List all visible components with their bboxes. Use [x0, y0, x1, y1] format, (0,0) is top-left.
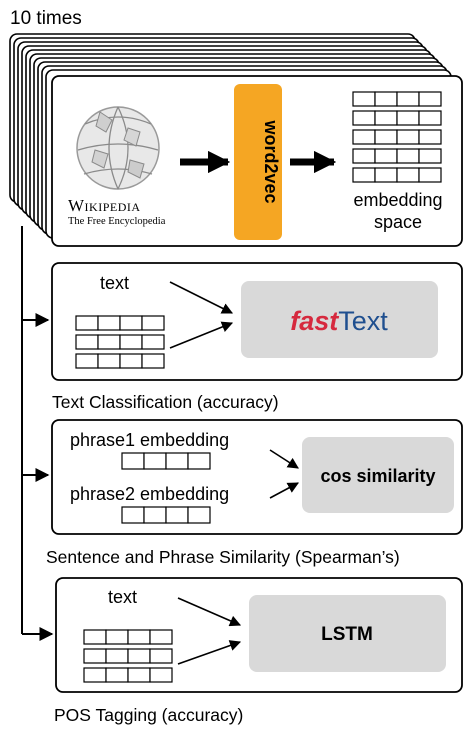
grid-cell [97, 353, 121, 369]
task3-caption: POS Tagging (accuracy) [54, 705, 243, 725]
task3-arrow-text [177, 597, 242, 627]
grid-cell [143, 506, 167, 524]
wikipedia-wordmark: Wikipedia [68, 196, 141, 215]
grid-cell [83, 667, 107, 683]
cos-similarity-label: cos similarity [320, 466, 435, 486]
grid-cell [352, 129, 376, 145]
grid-cell [418, 91, 442, 107]
lstm-label: LSTM [321, 624, 373, 645]
wikipedia-tagline: The Free Encyclopedia [68, 216, 166, 227]
grid-cell [119, 334, 143, 350]
grid-cell [374, 110, 398, 126]
task2-arrow-phrase1 [269, 449, 299, 469]
embedding-space-grid [352, 91, 442, 183]
task1-embedding-grid [75, 315, 165, 369]
grid-cell [352, 91, 376, 107]
grid-cell [352, 148, 376, 164]
grid-cell [149, 648, 173, 664]
grid-cell [418, 167, 442, 183]
grid-cell [141, 315, 165, 331]
word2vec-label: word2vec [261, 119, 281, 203]
grid-cell [75, 315, 99, 331]
task2-input1-label: phrase1 embedding [70, 430, 229, 450]
task1-input-label: text [100, 273, 129, 293]
grid-cell [121, 452, 145, 470]
repeat-label: 10 times [10, 8, 82, 29]
grid-cell [75, 334, 99, 350]
grid-cell [149, 667, 173, 683]
task2-arrow-phrase2 [269, 482, 299, 499]
grid-cell [374, 167, 398, 183]
phrase2-embedding-grid [121, 506, 211, 524]
wikipedia-globe-icon [76, 95, 160, 190]
grid-cell [396, 129, 420, 145]
fasttext-box [241, 281, 438, 358]
grid-cell [396, 110, 420, 126]
lstm-box [249, 595, 446, 672]
grid-cell [418, 129, 442, 145]
grid-cell [105, 648, 129, 664]
grid-cell [396, 148, 420, 164]
phrase1-embedding-grid [121, 452, 211, 470]
grid-cell [374, 148, 398, 164]
grid-cell [149, 629, 173, 645]
task1-arrow-text [169, 281, 234, 314]
grid-cell [396, 167, 420, 183]
grid-cell [75, 353, 99, 369]
fasttext-logo: fastText [290, 306, 388, 336]
grid-cell [119, 353, 143, 369]
task3-input-label: text [108, 587, 137, 607]
grid-cell [127, 648, 151, 664]
grid-cell [105, 629, 129, 645]
grid-cell [418, 148, 442, 164]
task2-input2-label: phrase2 embedding [70, 484, 229, 504]
grid-cell [141, 353, 165, 369]
task2-caption: Sentence and Phrase Similarity (Spearman… [46, 547, 400, 567]
grid-cell [165, 506, 189, 524]
grid-cell [127, 667, 151, 683]
grid-cell [374, 91, 398, 107]
grid-cell [352, 110, 376, 126]
task1-arrow-grid [169, 321, 234, 349]
grid-cell [127, 629, 151, 645]
grid-cell [119, 315, 143, 331]
grid-cell [165, 452, 189, 470]
grid-cell [418, 110, 442, 126]
grid-cell [105, 667, 129, 683]
grid-cell [396, 91, 420, 107]
grid-cell [83, 648, 107, 664]
grid-cell [83, 629, 107, 645]
embedding-label: embedding [353, 190, 442, 210]
grid-cell [141, 334, 165, 350]
grid-cell [187, 452, 211, 470]
task3-embedding-grid [83, 629, 173, 683]
grid-cell [97, 334, 121, 350]
grid-cell [97, 315, 121, 331]
grid-cell [374, 129, 398, 145]
grid-cell [143, 452, 167, 470]
grid-cell [352, 167, 376, 183]
cos-similarity-box [302, 437, 454, 513]
grid-cell [187, 506, 211, 524]
space-label: space [374, 212, 422, 232]
task1-caption: Text Classification (accuracy) [52, 392, 279, 412]
grid-cell [121, 506, 145, 524]
word2vec-box [234, 84, 282, 240]
task3-arrow-grid [177, 640, 242, 665]
